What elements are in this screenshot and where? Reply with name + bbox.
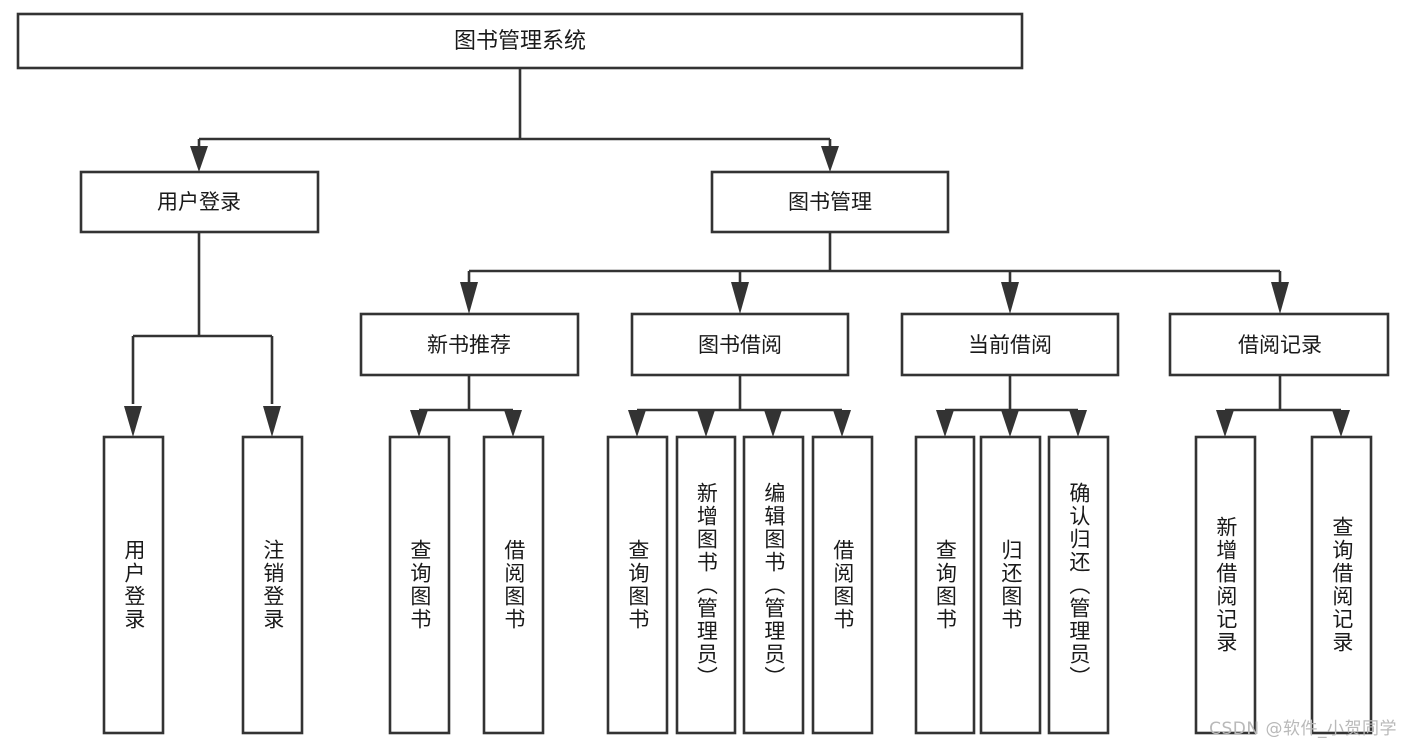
leaf-box-book-borrow-1[interactable]	[675, 435, 737, 735]
node-user-login-label: 用户登录	[157, 190, 241, 214]
node-current-borrow[interactable]: 当前借阅	[900, 312, 1120, 377]
edge-borrow-record-to-leaves	[1216, 375, 1350, 437]
edge-user-login-to-leaves	[124, 232, 281, 437]
node-book-management-label: 图书管理	[788, 190, 872, 214]
node-root-label: 图书管理系统	[454, 29, 586, 54]
edge-current-borrow-to-leaves	[936, 375, 1087, 437]
node-book-management[interactable]: 图书管理	[710, 170, 950, 234]
node-borrow-record[interactable]: 借阅记录	[1168, 312, 1390, 377]
csdn-watermark: CSDN @软件_小贺同学	[1209, 719, 1397, 739]
edge-book-borrow-to-leaves	[628, 375, 851, 437]
leaf-box-new-book-rec-1[interactable]	[482, 435, 545, 735]
node-book-borrow-label: 图书借阅	[698, 333, 782, 357]
leaf-box-borrow-record-1[interactable]	[1310, 435, 1373, 735]
node-new-book-recommend-label: 新书推荐	[427, 333, 511, 357]
edge-new-book-rec-to-leaves	[410, 375, 522, 437]
leaf-box-user-login-1[interactable]	[241, 435, 304, 735]
node-book-borrow[interactable]: 图书借阅	[630, 312, 850, 377]
leaf-box-new-book-rec-0[interactable]	[388, 435, 451, 735]
leaf-box-book-borrow-2[interactable]	[742, 435, 805, 735]
leaf-box-book-borrow-0[interactable]	[606, 435, 669, 735]
leaf-box-current-borrow-0[interactable]	[914, 435, 976, 735]
leaf-box-current-borrow-1[interactable]	[979, 435, 1042, 735]
leaf-box-current-borrow-2[interactable]	[1047, 435, 1110, 735]
node-borrow-record-label: 借阅记录	[1238, 333, 1322, 357]
leaf-box-book-borrow-3[interactable]	[811, 435, 874, 735]
edge-root-to-level2	[190, 68, 839, 172]
node-new-book-recommend[interactable]: 新书推荐	[359, 312, 580, 377]
leaf-box-user-login-0[interactable]	[102, 435, 165, 735]
node-user-login[interactable]: 用户登录	[79, 170, 320, 234]
node-current-borrow-label: 当前借阅	[968, 333, 1052, 357]
edge-book-mgmt-to-level3	[460, 232, 1289, 314]
node-root-system[interactable]: 图书管理系统	[16, 12, 1024, 70]
leaf-box-borrow-record-0[interactable]	[1194, 435, 1257, 735]
